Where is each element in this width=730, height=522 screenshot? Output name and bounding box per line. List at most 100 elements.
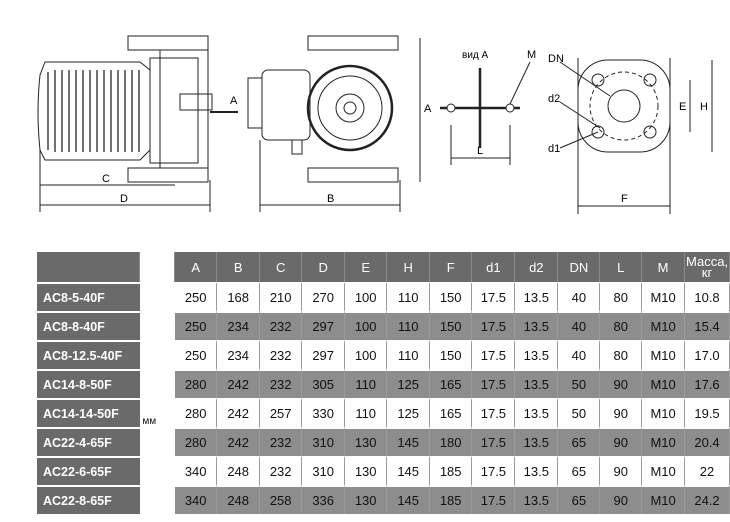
value-cell: 232 bbox=[259, 427, 303, 456]
value-cell: 297 bbox=[302, 311, 345, 340]
col-header: L bbox=[600, 252, 643, 282]
value-cell: 330 bbox=[302, 398, 345, 427]
value-cell: 110 bbox=[387, 311, 430, 340]
value-cell: 232 bbox=[259, 340, 303, 369]
value-cell: 40 bbox=[558, 340, 601, 369]
value-cell: M10 bbox=[642, 456, 686, 485]
dim-A-arrow: A bbox=[230, 95, 238, 107]
value-cell: 310 bbox=[302, 427, 345, 456]
col-header: D bbox=[302, 252, 345, 282]
value-cell: 165 bbox=[429, 369, 473, 398]
value-cell: 19.5 bbox=[685, 398, 730, 427]
value-cell: 10.8 bbox=[685, 282, 730, 311]
dim-C: C bbox=[102, 173, 110, 185]
value-cell: 232 bbox=[259, 369, 303, 398]
value-cell: 248 bbox=[217, 456, 260, 485]
value-cell: 234 bbox=[217, 311, 260, 340]
unit-cell bbox=[140, 427, 175, 456]
model-cell: AC22-4-65F bbox=[37, 427, 141, 456]
model-cell: AC22-6-65F bbox=[37, 456, 141, 485]
value-cell: 80 bbox=[600, 311, 643, 340]
unit-cell bbox=[140, 311, 175, 340]
value-cell: 13.5 bbox=[515, 485, 559, 514]
value-cell: 242 bbox=[217, 427, 260, 456]
value-cell: 80 bbox=[600, 282, 643, 311]
pump-flange-view bbox=[559, 58, 713, 214]
value-cell: 17.5 bbox=[472, 398, 516, 427]
value-cell: 110 bbox=[344, 398, 388, 427]
col-header: Масса, кг bbox=[685, 252, 730, 282]
value-cell: 100 bbox=[344, 311, 388, 340]
col-header: d1 bbox=[472, 252, 516, 282]
dim-F: F bbox=[621, 193, 628, 205]
col-header: C bbox=[259, 252, 303, 282]
value-cell: M10 bbox=[642, 340, 686, 369]
value-cell: 100 bbox=[344, 340, 388, 369]
value-cell: 185 bbox=[429, 456, 473, 485]
value-cell: 130 bbox=[344, 456, 388, 485]
dim-d2: d2 bbox=[548, 93, 560, 105]
value-cell: M10 bbox=[642, 369, 686, 398]
value-cell: 50 bbox=[558, 369, 601, 398]
value-cell: 17.5 bbox=[472, 427, 516, 456]
dim-B: B bbox=[327, 193, 334, 205]
value-cell: 250 bbox=[174, 282, 218, 311]
value-cell: 65 bbox=[558, 456, 601, 485]
dim-D: D bbox=[120, 193, 128, 205]
value-cell: 17.5 bbox=[472, 311, 516, 340]
value-cell: 13.5 bbox=[515, 398, 559, 427]
value-cell: 210 bbox=[259, 282, 303, 311]
col-header: B bbox=[217, 252, 260, 282]
pump-view-a bbox=[440, 61, 531, 165]
unit-cell bbox=[140, 485, 175, 514]
value-cell: 145 bbox=[387, 427, 430, 456]
value-cell: 125 bbox=[387, 369, 430, 398]
value-cell: 130 bbox=[344, 485, 388, 514]
value-cell: 17.5 bbox=[472, 456, 516, 485]
dim-E: E bbox=[679, 101, 686, 113]
value-cell: 13.5 bbox=[515, 282, 559, 311]
value-cell: M10 bbox=[642, 282, 686, 311]
value-cell: 150 bbox=[429, 340, 473, 369]
value-cell: 110 bbox=[387, 340, 430, 369]
value-cell: 145 bbox=[387, 456, 430, 485]
value-cell: 15.4 bbox=[685, 311, 730, 340]
value-cell: 185 bbox=[429, 485, 473, 514]
value-cell: 168 bbox=[217, 282, 260, 311]
col-header: F bbox=[429, 252, 473, 282]
value-cell: 165 bbox=[429, 398, 473, 427]
value-cell: M10 bbox=[642, 427, 686, 456]
pump-front-view bbox=[247, 35, 399, 183]
model-cell: AC8-5-40F bbox=[37, 282, 141, 311]
value-cell: 90 bbox=[600, 485, 643, 514]
value-cell: 145 bbox=[387, 485, 430, 514]
value-cell: M10 bbox=[642, 311, 686, 340]
value-cell: M10 bbox=[642, 485, 686, 514]
value-cell: 65 bbox=[558, 427, 601, 456]
value-cell: 40 bbox=[558, 311, 601, 340]
value-cell: 180 bbox=[429, 427, 473, 456]
value-cell: 150 bbox=[429, 282, 473, 311]
value-cell: 336 bbox=[302, 485, 345, 514]
value-cell: 242 bbox=[217, 369, 260, 398]
col-header: A bbox=[174, 252, 218, 282]
value-cell: 340 bbox=[174, 485, 218, 514]
value-cell: 242 bbox=[217, 398, 260, 427]
value-cell: 90 bbox=[600, 456, 643, 485]
value-cell: 17.5 bbox=[472, 485, 516, 514]
value-cell: 17.6 bbox=[685, 369, 730, 398]
col-header: M bbox=[642, 252, 686, 282]
dim-A: A bbox=[424, 103, 432, 115]
value-cell: 40 bbox=[558, 282, 601, 311]
col-header: d2 bbox=[515, 252, 559, 282]
dim-L: L bbox=[477, 145, 483, 157]
value-cell: 280 bbox=[174, 369, 218, 398]
view-a-label: вид А bbox=[462, 50, 489, 61]
col-header: H bbox=[387, 252, 430, 282]
value-cell: 90 bbox=[600, 369, 643, 398]
